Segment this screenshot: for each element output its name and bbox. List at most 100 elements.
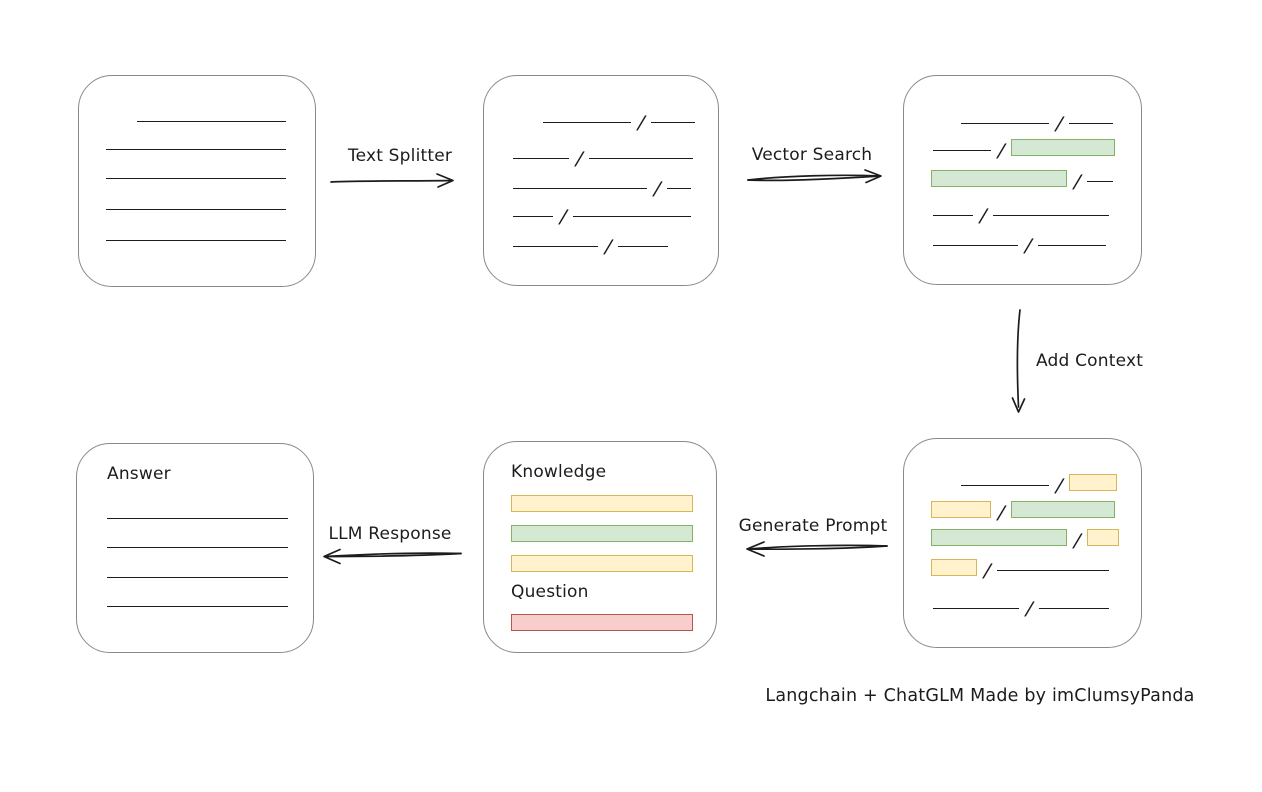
- text-line: [513, 216, 553, 217]
- scrap-row: /: [513, 144, 694, 171]
- text-line: [107, 547, 288, 548]
- text-line: [107, 577, 288, 578]
- slash-separator: /: [1055, 474, 1064, 498]
- text-line: [513, 188, 647, 189]
- text-line: [106, 240, 286, 241]
- scrap-row: /: [931, 167, 1114, 193]
- add-context-arrow-icon: [1011, 309, 1026, 413]
- text-splitter-arrow-icon: [330, 173, 454, 188]
- scrap-row: [511, 611, 693, 631]
- llm-response-arrow-icon: [323, 548, 462, 565]
- text-line: [106, 149, 286, 150]
- text-line: [933, 215, 973, 216]
- slash-separator: /: [1073, 529, 1082, 553]
- scrap-row: [106, 195, 286, 215]
- scrap-row: /: [543, 108, 696, 135]
- box-source-document: [78, 75, 316, 287]
- text-line: [933, 245, 1018, 246]
- slash-separator: /: [983, 559, 992, 583]
- red-highlight-chip: [511, 614, 693, 631]
- generate-prompt-arrow-icon: [746, 541, 888, 557]
- text-line: [1039, 608, 1110, 609]
- scrap-row: [107, 504, 288, 524]
- box-prompt: Knowledge Question: [483, 441, 717, 653]
- slash-separator: /: [1024, 234, 1033, 258]
- diagram-caption: Langchain + ChatGLM Made by imClumsyPand…: [765, 686, 1195, 706]
- yellow-highlight-chip: [511, 495, 693, 512]
- scrap-row: [137, 107, 286, 127]
- green-highlight-chip: [931, 529, 1067, 546]
- text-line: [1069, 123, 1114, 124]
- scrap-row: [106, 164, 286, 184]
- answer-label: Answer: [107, 464, 171, 484]
- box-answer: Answer: [76, 443, 314, 653]
- yellow-highlight-chip: [511, 555, 693, 572]
- text-line: [618, 246, 669, 247]
- yellow-highlight-chip: [931, 559, 977, 576]
- slash-separator: /: [979, 204, 988, 228]
- scrap-row: [106, 226, 286, 246]
- scrap-row: /: [513, 174, 692, 201]
- scrap-row: [511, 522, 693, 542]
- scrap-row: [511, 552, 693, 572]
- scrap-row: [106, 135, 286, 155]
- slash-separator: /: [997, 139, 1006, 163]
- green-highlight-chip: [1011, 139, 1116, 156]
- scrap-row: /: [931, 556, 1110, 583]
- vector-search-label: Vector Search: [751, 145, 873, 165]
- text-line: [933, 150, 991, 151]
- text-line: [137, 121, 286, 122]
- text-line: [589, 158, 694, 159]
- scrap-row: [511, 492, 693, 512]
- text-line: [1038, 245, 1107, 246]
- text-line: [993, 215, 1110, 216]
- knowledge-label: Knowledge: [511, 462, 607, 482]
- yellow-highlight-chip: [1087, 529, 1120, 546]
- slash-separator: /: [604, 235, 613, 259]
- scrap-row: /: [933, 594, 1110, 621]
- scrap-row: /: [933, 231, 1107, 258]
- box-split-chunks: /////: [483, 75, 719, 286]
- box-matched-chunks: /////: [903, 75, 1142, 285]
- text-line: [543, 122, 631, 123]
- slash-separator: /: [653, 177, 662, 201]
- green-highlight-chip: [931, 170, 1067, 187]
- text-line: [961, 123, 1049, 124]
- text-line: [106, 178, 286, 179]
- text-line: [107, 518, 288, 519]
- green-highlight-chip: [1011, 501, 1116, 518]
- generate-prompt-label: Generate Prompt: [738, 516, 888, 536]
- text-line: [107, 606, 288, 607]
- text-line: [651, 122, 696, 123]
- box-context-chunks: / / / / /: [903, 438, 1142, 648]
- scrap-row: /: [931, 526, 1120, 553]
- scrap-row: [107, 592, 288, 612]
- scrap-row: /: [933, 201, 1110, 228]
- text-line: [513, 246, 598, 247]
- llm-response-label: LLM Response: [328, 524, 452, 544]
- yellow-highlight-chip: [1069, 474, 1118, 491]
- text-line: [667, 188, 692, 189]
- slash-separator: /: [1025, 597, 1034, 621]
- text-line: [997, 570, 1110, 571]
- slash-separator: /: [637, 111, 646, 135]
- scrap-row: /: [513, 232, 669, 259]
- question-label: Question: [511, 582, 589, 602]
- scrap-row: /: [931, 498, 1116, 525]
- scrap-row: [107, 533, 288, 553]
- scrap-row: /: [961, 471, 1118, 498]
- text-line: [933, 608, 1019, 609]
- yellow-highlight-chip: [931, 501, 991, 518]
- scrap-row: /: [513, 202, 692, 228]
- slash-separator: /: [575, 147, 584, 171]
- text-line: [1087, 181, 1114, 182]
- text-line: [513, 158, 569, 159]
- text-line: [961, 485, 1049, 486]
- add-context-label: Add Context: [1036, 351, 1144, 371]
- text-line: [106, 209, 286, 210]
- vector-search-arrow-icon: [747, 169, 882, 184]
- text-splitter-label: Text Splitter: [347, 146, 453, 166]
- slash-separator: /: [997, 501, 1006, 525]
- green-highlight-chip: [511, 525, 693, 542]
